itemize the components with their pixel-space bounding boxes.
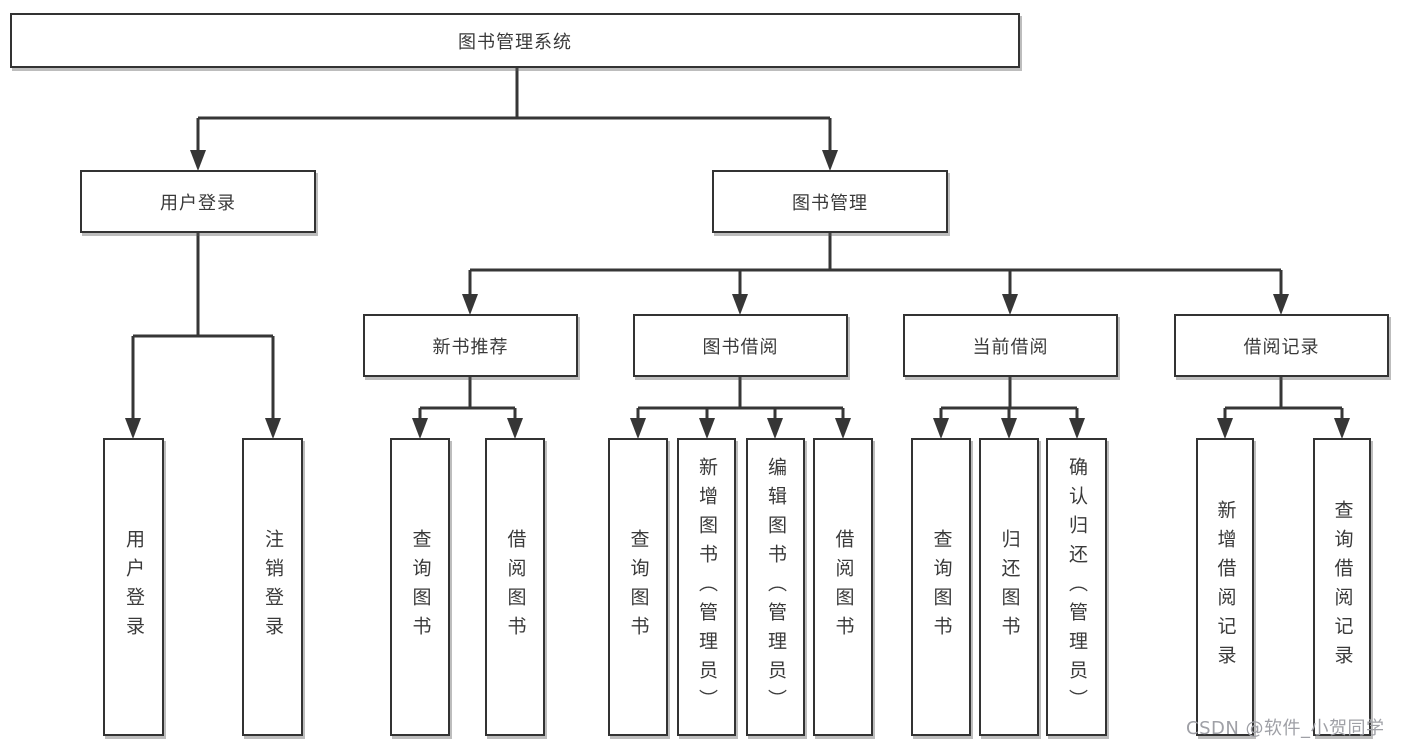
leaf-borrow-borrow-book: 借阅图书: [813, 438, 873, 736]
leaf-records-query-record: 查询借阅记录: [1313, 438, 1371, 736]
arrowheads-current-branch: [933, 418, 1085, 439]
node-borrow-records: 借阅记录: [1174, 314, 1389, 377]
leaf-records-query-record-label: 查询借阅记录: [1331, 500, 1354, 674]
connector-current-branch: [939, 377, 1079, 420]
connector-borrow-branch: [636, 377, 845, 420]
leaf-recommend-borrow-book-label: 借阅图书: [504, 529, 527, 645]
node-book-management-label: 图书管理: [792, 192, 868, 214]
node-library-system-label: 图书管理系统: [458, 31, 572, 53]
connector-recommend-branch: [418, 377, 517, 420]
leaf-current-confirm-return-admin-label: 确认归还（管理员）: [1066, 456, 1088, 718]
arrowheads-level1: [190, 150, 838, 171]
leaf-logout-login-label: 注销登录: [262, 529, 284, 645]
node-book-management: 图书管理: [712, 170, 948, 233]
node-user-login-label: 用户登录: [160, 192, 236, 214]
leaf-logout-login: 注销登录: [242, 438, 303, 736]
leaf-current-query-book-label: 查询图书: [930, 529, 953, 645]
leaf-borrow-query-book: 查询图书: [608, 438, 668, 736]
leaf-borrow-edit-book-admin-label: 编辑图书（管理员）: [765, 456, 787, 718]
csdn-watermark: CSDN @软件_小贺同学: [1186, 718, 1385, 739]
leaf-current-return-book: 归还图书: [979, 438, 1039, 736]
node-new-book-recommend-label: 新书推荐: [432, 336, 509, 358]
connector-root-to-level1: [196, 68, 832, 152]
leaf-borrow-borrow-book-label: 借阅图书: [832, 529, 855, 645]
leaf-records-add-record: 新增借阅记录: [1196, 438, 1254, 736]
connector-book-management-branch: [468, 233, 1283, 296]
leaf-borrow-add-book-admin-label: 新增图书（管理员）: [696, 456, 718, 718]
node-borrow-records-label: 借阅记录: [1243, 336, 1320, 358]
node-book-borrow: 图书借阅: [633, 314, 848, 377]
arrowheads-records-branch: [1217, 418, 1350, 439]
node-current-borrow-label: 当前借阅: [972, 336, 1049, 358]
connector-records-branch: [1223, 377, 1344, 420]
leaf-records-add-record-label: 新增借阅记录: [1214, 500, 1237, 674]
node-library-system: 图书管理系统: [10, 13, 1020, 68]
arrowheads-user-login-branch: [125, 418, 281, 439]
arrowheads-book-management-branch: [462, 294, 1289, 315]
connector-user-login-branch: [131, 233, 275, 420]
leaf-current-confirm-return-admin: 确认归还（管理员）: [1046, 438, 1107, 736]
leaf-borrow-edit-book-admin: 编辑图书（管理员）: [746, 438, 805, 736]
leaf-recommend-query-book: 查询图书: [390, 438, 450, 736]
node-book-borrow-label: 图书借阅: [702, 336, 779, 358]
arrowheads-borrow-branch: [630, 418, 851, 439]
leaf-user-login-label: 用户登录: [123, 529, 145, 645]
node-current-borrow: 当前借阅: [903, 314, 1118, 377]
leaf-current-query-book: 查询图书: [911, 438, 971, 736]
leaf-recommend-query-book-label: 查询图书: [409, 529, 432, 645]
node-new-book-recommend: 新书推荐: [363, 314, 578, 377]
leaf-recommend-borrow-book: 借阅图书: [485, 438, 545, 736]
leaf-borrow-query-book-label: 查询图书: [627, 529, 650, 645]
leaf-current-return-book-label: 归还图书: [998, 529, 1021, 645]
node-user-login: 用户登录: [80, 170, 316, 233]
leaf-borrow-add-book-admin: 新增图书（管理员）: [677, 438, 736, 736]
arrowheads-recommend-branch: [412, 418, 523, 439]
leaf-user-login: 用户登录: [103, 438, 164, 736]
